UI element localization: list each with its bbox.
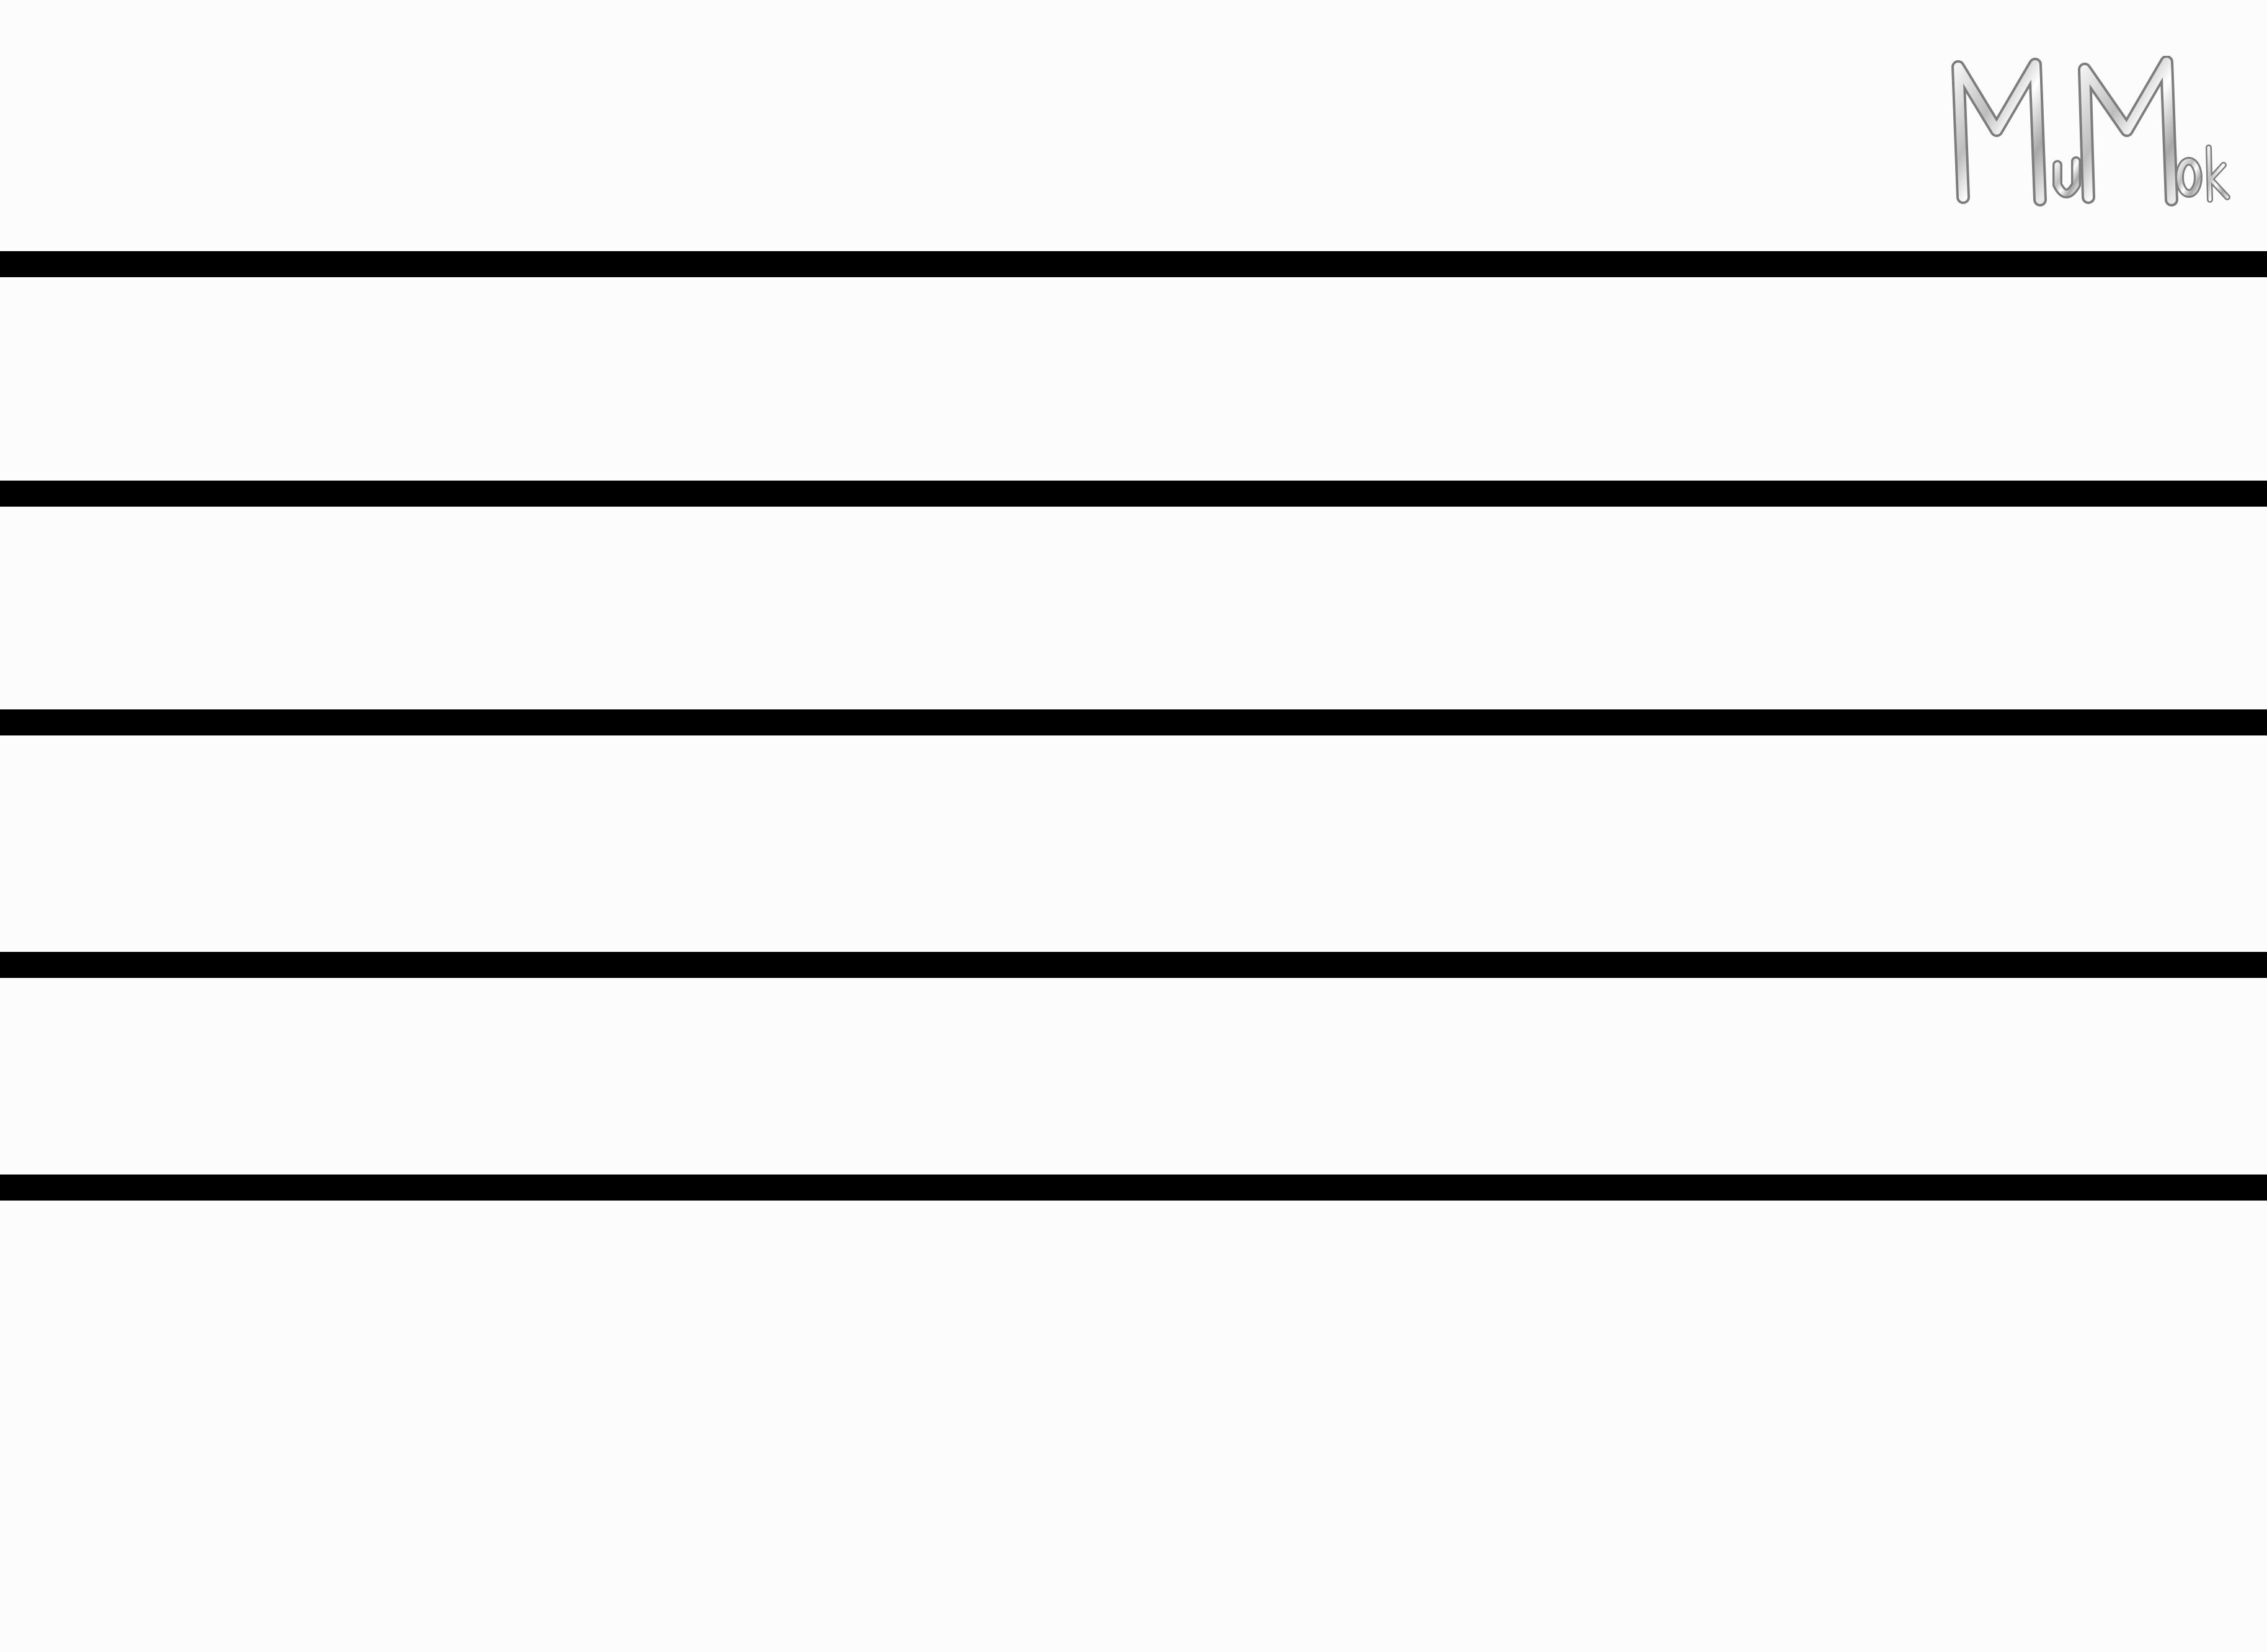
ruled-line-3 [0, 709, 2267, 735]
ruled-line-5 [0, 1175, 2267, 1201]
ruled-line-4 [0, 952, 2267, 978]
mumok-logo [1947, 55, 2232, 211]
ruled-line-2 [0, 481, 2267, 507]
logo-graphic [1951, 55, 2230, 206]
ruled-line-1 [0, 251, 2267, 277]
